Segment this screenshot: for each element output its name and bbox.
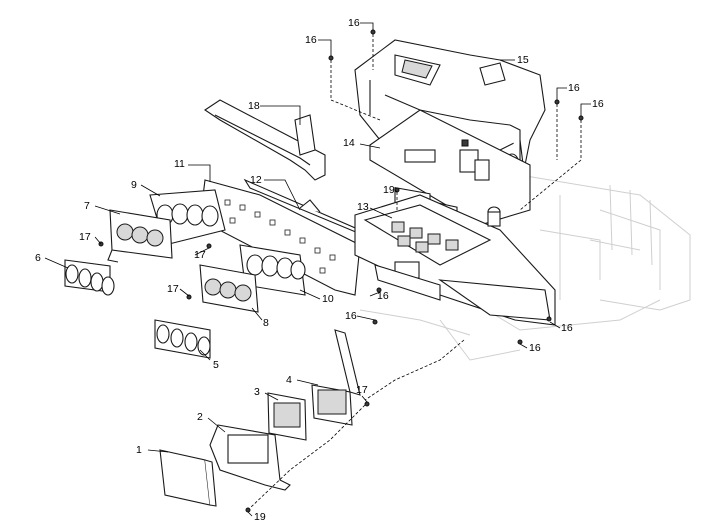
part-10-encoder-board bbox=[239, 244, 306, 296]
callout-11: 11 bbox=[174, 158, 185, 170]
callout-18: 18 bbox=[248, 100, 260, 112]
part-13-chassis bbox=[354, 194, 556, 326]
callout-16-c: 16 bbox=[568, 82, 580, 94]
ghost-housing-outline bbox=[359, 174, 691, 361]
callout-5: 5 bbox=[213, 359, 219, 371]
part-5-knob-set bbox=[154, 319, 211, 359]
callout-10: 10 bbox=[322, 293, 334, 305]
callout-16-b: 16 bbox=[348, 17, 360, 29]
leader-lines bbox=[44, 22, 591, 517]
callout-2: 2 bbox=[197, 411, 203, 423]
part-3-display-window bbox=[267, 392, 307, 441]
callout-6: 6 bbox=[35, 252, 41, 264]
callout-19-b: 19 bbox=[254, 511, 266, 523]
callout-3: 3 bbox=[254, 386, 260, 398]
callout-17-a: 17 bbox=[79, 231, 91, 243]
callout-labels: 1 2 3 4 5 6 7 8 9 10 11 12 13 14 15 16 1… bbox=[35, 17, 604, 523]
callout-7: 7 bbox=[84, 200, 90, 212]
callout-16-e: 16 bbox=[377, 290, 389, 302]
part-18-bracket bbox=[204, 99, 326, 181]
callout-1: 1 bbox=[136, 444, 142, 456]
callout-17-b: 17 bbox=[194, 249, 206, 261]
callout-17-d: 17 bbox=[356, 384, 368, 396]
callout-16-f: 16 bbox=[345, 310, 357, 322]
callout-16-g: 16 bbox=[561, 322, 573, 334]
callout-19-a: 19 bbox=[383, 184, 395, 196]
callout-9: 9 bbox=[131, 179, 137, 191]
callout-13: 13 bbox=[357, 201, 369, 213]
callout-4: 4 bbox=[286, 374, 292, 386]
callout-14: 14 bbox=[343, 137, 355, 149]
part-1-cover-cap bbox=[159, 449, 217, 507]
part-2-display-frame bbox=[209, 424, 291, 491]
callout-17-c: 17 bbox=[167, 283, 179, 295]
part-6-knob-set bbox=[64, 259, 115, 296]
part-4-display-module bbox=[311, 329, 361, 426]
callout-8: 8 bbox=[263, 317, 269, 329]
callout-16-d: 16 bbox=[592, 98, 604, 110]
part-11-knob-pcb bbox=[199, 179, 361, 296]
callout-16-a: 16 bbox=[305, 34, 317, 46]
assembly-lines bbox=[249, 34, 582, 509]
callout-16-h: 16 bbox=[529, 342, 541, 354]
part-7-bezel-upper bbox=[107, 209, 173, 263]
part-8-bezel-lower bbox=[199, 264, 259, 313]
callout-12: 12 bbox=[250, 174, 262, 186]
callout-15: 15 bbox=[517, 54, 529, 66]
